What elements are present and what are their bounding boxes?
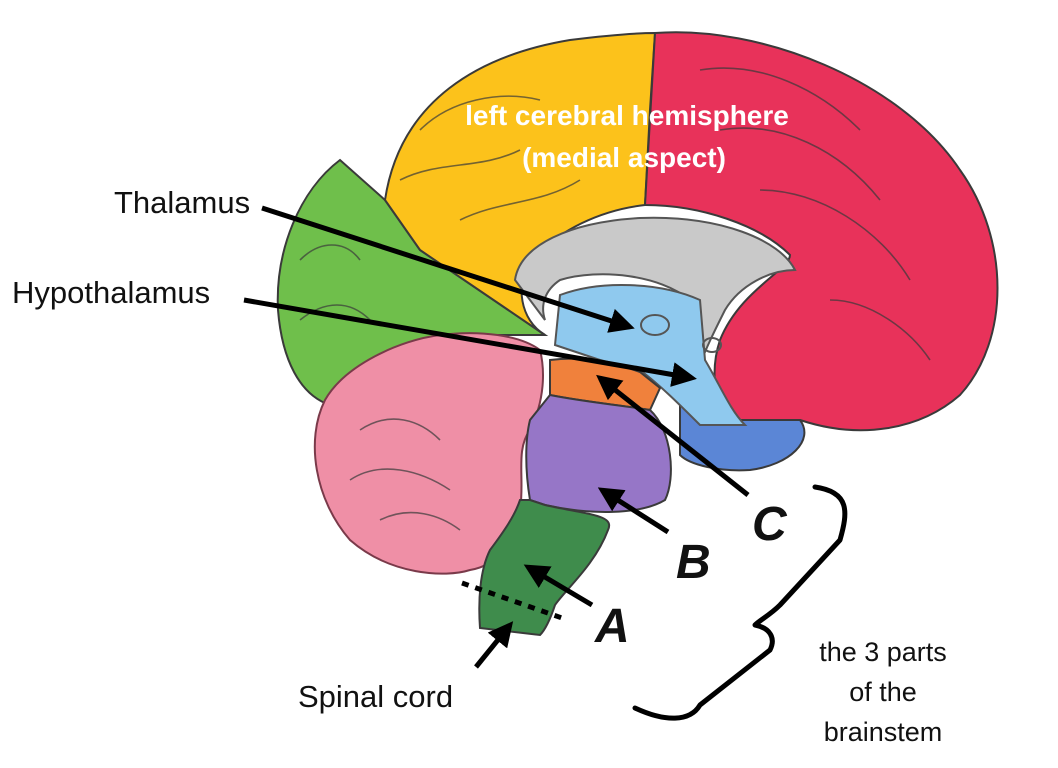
brainstem-brace — [632, 484, 848, 721]
interthalamic-oval — [702, 337, 722, 353]
pons — [525, 393, 672, 513]
frontal-lobe — [643, 31, 999, 432]
part-b-arrow — [597, 487, 670, 535]
thalamus-oval — [640, 314, 670, 336]
spinal-cord-label: Spinal cord — [298, 679, 453, 714]
label-arrows — [243, 205, 750, 669]
brace-caption-line-2: of the — [849, 677, 917, 707]
gyri-lines — [299, 67, 931, 531]
part-a-label: A — [594, 600, 630, 653]
title-line-2: (medial aspect) — [522, 142, 726, 173]
brace-caption-line-1: the 3 parts — [819, 637, 947, 667]
thalamus-arrow — [261, 205, 635, 333]
title-line-1: left cerebral hemisphere — [465, 100, 789, 131]
spinal-cord-arrow — [474, 621, 514, 669]
hypothalamus-label: Hypothalamus — [12, 275, 210, 310]
part-a-arrow — [523, 564, 594, 608]
part-c-label: C — [752, 498, 788, 551]
brace-caption-line-3: brainstem — [824, 717, 943, 747]
part-c-arrow — [596, 374, 750, 497]
thalamus-label: Thalamus — [114, 185, 250, 220]
part-b-label: B — [676, 536, 711, 589]
corpus-callosum — [513, 216, 797, 366]
hypothalamus-arrow — [243, 297, 697, 387]
spinal-cut-line — [461, 580, 563, 621]
